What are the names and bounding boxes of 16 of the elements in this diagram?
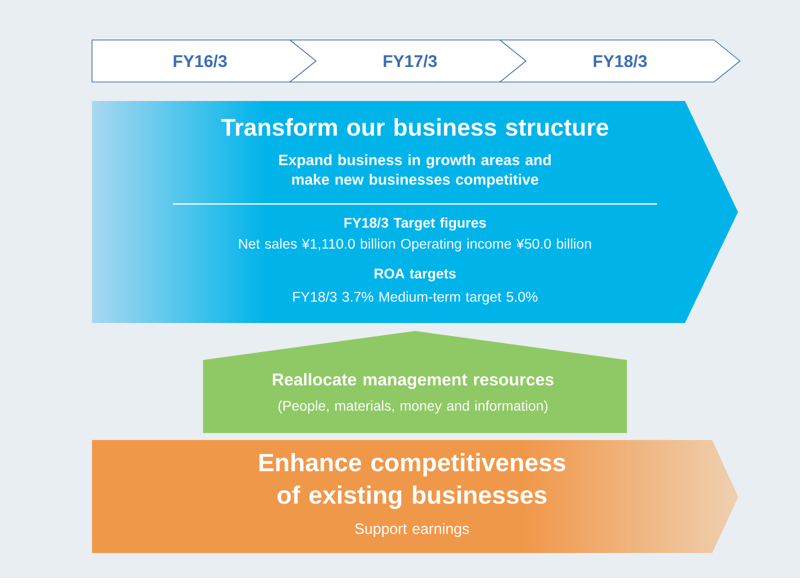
body-text: Net sales ¥1,110.0 billion Operating income ¥50.0 billion (239, 238, 591, 252)
timeline-segment (92, 40, 317, 82)
heading: Enhance competitiveness of existing businesses (259, 453, 566, 509)
heading: Transform our business structure (221, 118, 608, 136)
body-text: (People, materials, money and information) (278, 400, 548, 414)
year-label: FY16/3 (174, 54, 227, 68)
subheading: Expand business in growth areas and make new businesses competitive (279, 154, 551, 188)
arrow-banner (92, 101, 738, 323)
subheading: FY18/3 Target figures (344, 217, 486, 231)
heading: Reallocate management resources (272, 373, 554, 389)
year-label: FY18/3 (594, 54, 647, 68)
body-text: FY18/3 3.7% Medium-term target 5.0% (293, 291, 538, 305)
upward-pentagon (203, 331, 627, 433)
arrow-banner (92, 440, 738, 553)
subheading: ROA targets (374, 268, 456, 282)
body-text: Support earnings (355, 523, 469, 537)
